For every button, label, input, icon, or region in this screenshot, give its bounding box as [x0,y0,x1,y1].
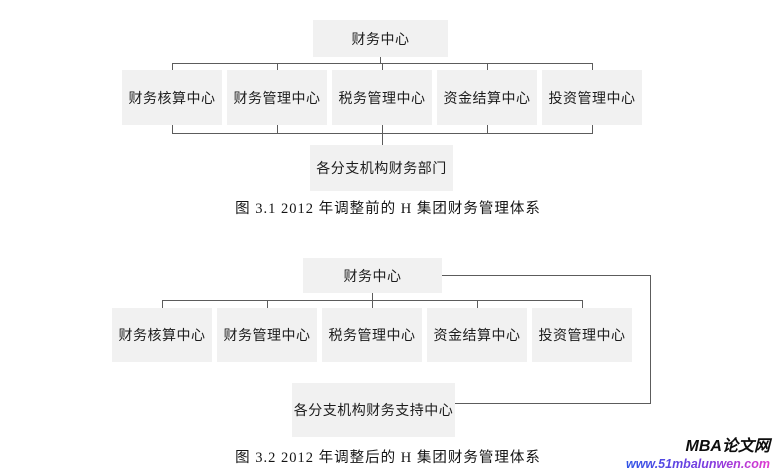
connector-line [380,57,381,63]
node-investment-mgmt-center-2: 投资管理中心 [532,308,632,362]
node-funds-settlement-center-2: 资金结算中心 [427,308,527,362]
node-accounting-center-1: 财务核算中心 [122,70,222,125]
node-finance-mgmt-center-1: 财务管理中心 [227,70,327,125]
connector-line [455,403,651,404]
connector-line [382,125,383,133]
node-tax-mgmt-center-2: 税务管理中心 [322,308,422,362]
node-funds-settlement-center-1: 资金结算中心 [437,70,537,125]
connector-line [172,125,173,133]
site-logo: MBA论文网 www.51mbalunwen.com [626,438,770,471]
node-branch-finance-dept: 各分支机构财务部门 [310,145,453,191]
brand-text: MBA论文网 [685,438,770,456]
connector-line [382,133,383,145]
connector-line [267,300,268,308]
node-tax-mgmt-center-1: 税务管理中心 [332,70,432,125]
node-finance-center-1: 财务中心 [313,20,448,57]
figure-3-1-caption: 图 3.1 2012 年调整前的 H 集团财务管理体系 [235,201,541,217]
node-finance-center-2: 财务中心 [303,258,442,293]
connector-line [162,300,163,308]
node-finance-mgmt-center-2: 财务管理中心 [217,308,317,362]
connector-line [277,63,278,70]
connector-line [372,293,373,300]
node-investment-mgmt-center-1: 投资管理中心 [542,70,642,125]
connector-line [372,300,373,308]
connector-line [650,275,651,403]
node-accounting-center-2: 财务核算中心 [112,308,212,362]
connector-line [277,125,278,133]
connector-line [382,63,383,70]
node-branch-finance-support-center: 各分支机构财务支持中心 [292,383,455,437]
connector-line [172,63,173,70]
connector-line [592,125,593,133]
connector-line [592,63,593,70]
site-url[interactable]: www.51mbalunwen.com [625,456,770,471]
connector-line [487,125,488,133]
connector-line [582,300,583,308]
connector-line [477,300,478,308]
figure-3-2-caption: 图 3.2 2012 年调整后的 H 集团财务管理体系 [235,450,541,466]
connector-line [487,63,488,70]
connector-line [442,275,651,276]
